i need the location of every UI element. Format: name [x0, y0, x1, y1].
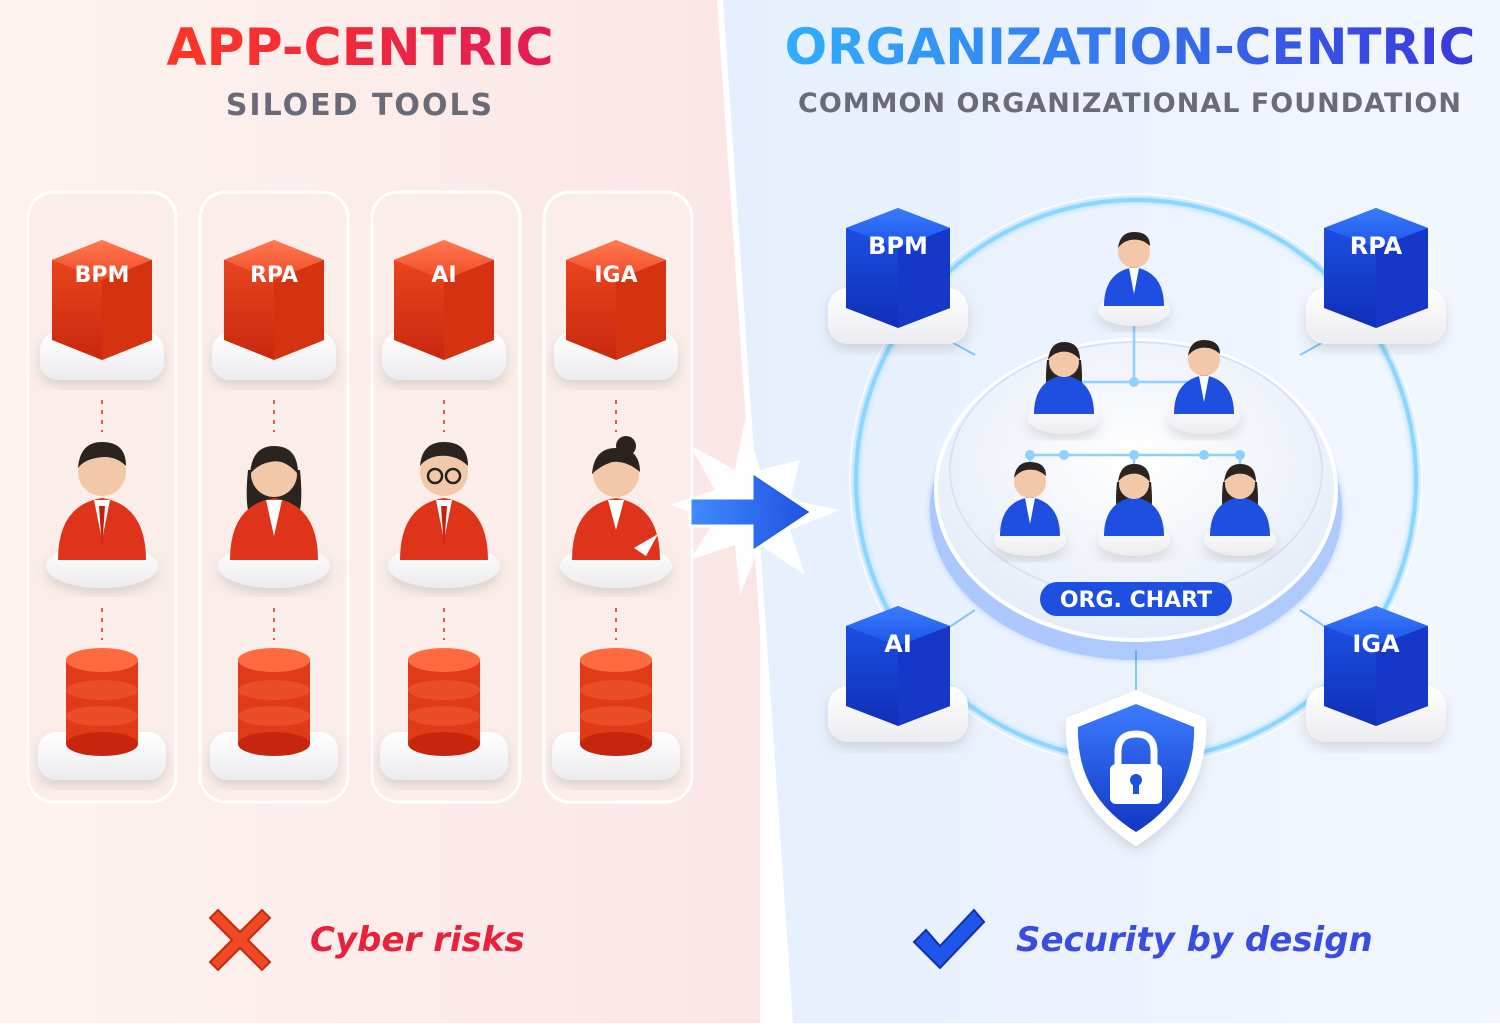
cube-icon-rpa: RPA [212, 240, 336, 380]
node-label-ai: AI [884, 630, 912, 658]
cube-icon-rpa: RPA [1306, 208, 1446, 344]
cube-label-iga: IGA [594, 263, 637, 288]
cube-label-bpm: BPM [75, 263, 130, 288]
org-chart-label: ORG. CHART [1060, 588, 1212, 613]
cube-icon-iga: IGA [554, 240, 678, 380]
left-title: APP-CENTRIC [120, 18, 600, 78]
right-footer-text: Security by design [1016, 920, 1373, 960]
node-label-rpa: RPA [1350, 232, 1403, 260]
cube-icon-ai: AI [382, 240, 506, 380]
cube-icon-bpm: BPM [828, 208, 968, 344]
cube-icon-iga: IGA [1306, 606, 1446, 742]
left-subtitle: SILOED TOOLS [160, 88, 560, 123]
right-subtitle: COMMON ORGANIZATIONAL FOUNDATION [770, 88, 1490, 119]
node-label-iga: IGA [1352, 630, 1400, 658]
left-footer-text: Cyber risks [310, 920, 525, 960]
org-chart-badge: ORG. CHART [1040, 582, 1232, 616]
node-label-bpm: BPM [868, 232, 928, 260]
cube-label-ai: AI [431, 263, 456, 288]
cube-icon-bpm: BPM [40, 240, 164, 380]
cube-icon-ai: AI [828, 606, 968, 742]
right-title: ORGANIZATION-CENTRIC [780, 18, 1480, 76]
cube-label-rpa: RPA [250, 263, 298, 288]
